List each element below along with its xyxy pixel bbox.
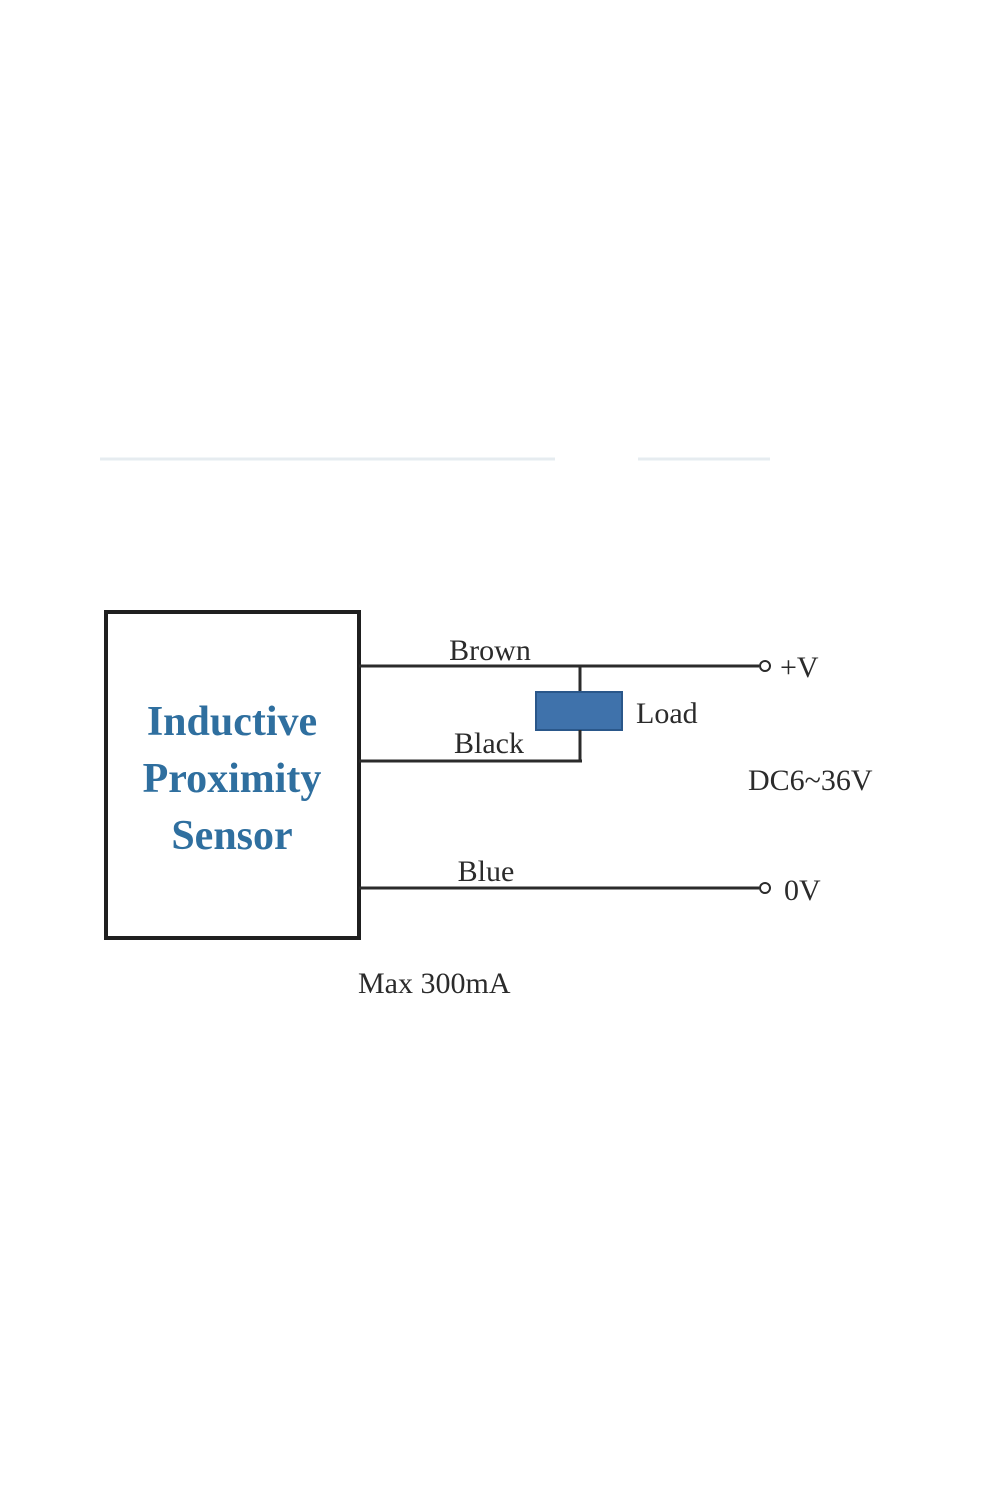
load-label: Load (636, 697, 698, 730)
supply-voltage-label: DC6~36V (748, 764, 873, 797)
sensor-title-line-1: Inductive (147, 699, 317, 745)
black-wire-label: Black (454, 727, 524, 760)
ground-terminal-label: 0V (784, 874, 821, 907)
positive-terminal (759, 660, 771, 672)
sensor-box (104, 610, 361, 940)
sensor-title-line-2: Proximity (143, 756, 322, 802)
brown-wire-label: Brown (449, 634, 531, 667)
positive-terminal-label: +V (780, 651, 819, 684)
load-block (535, 691, 623, 731)
blue-wire-label: Blue (458, 855, 515, 888)
max-current-label: Max 300mA (358, 967, 511, 1000)
ground-terminal (759, 882, 771, 894)
sensor-title-line-3: Sensor (171, 813, 292, 859)
